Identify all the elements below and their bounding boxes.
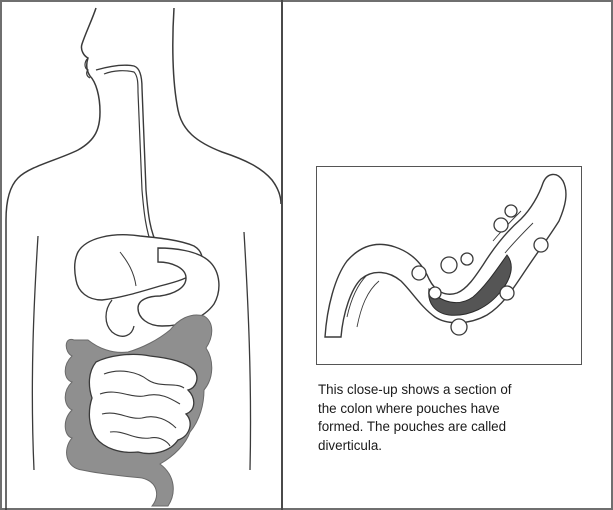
colon-closeup-icon <box>317 167 583 366</box>
diverticulum <box>429 287 441 299</box>
closeup-caption: This close-up shows a section of the col… <box>318 381 598 455</box>
diverticulum <box>441 257 457 273</box>
diverticulum <box>412 266 426 280</box>
small-intestine <box>89 354 197 453</box>
esophagus <box>96 65 158 246</box>
left-arm-line <box>32 236 38 470</box>
panel-divider <box>281 0 283 510</box>
right-arm-line <box>244 232 251 470</box>
diverticulum <box>494 218 508 232</box>
diverticulum <box>500 286 514 300</box>
human-torso-outline-icon <box>0 0 281 510</box>
duodenum <box>106 300 134 336</box>
body-silhouette-right <box>173 8 281 204</box>
diverticulum <box>505 205 517 217</box>
diverticulum <box>534 238 548 252</box>
diverticulum <box>461 253 473 265</box>
diverticulum <box>451 319 467 335</box>
colon-closeup-frame <box>316 166 582 365</box>
digestive-system-illustration <box>0 0 281 510</box>
